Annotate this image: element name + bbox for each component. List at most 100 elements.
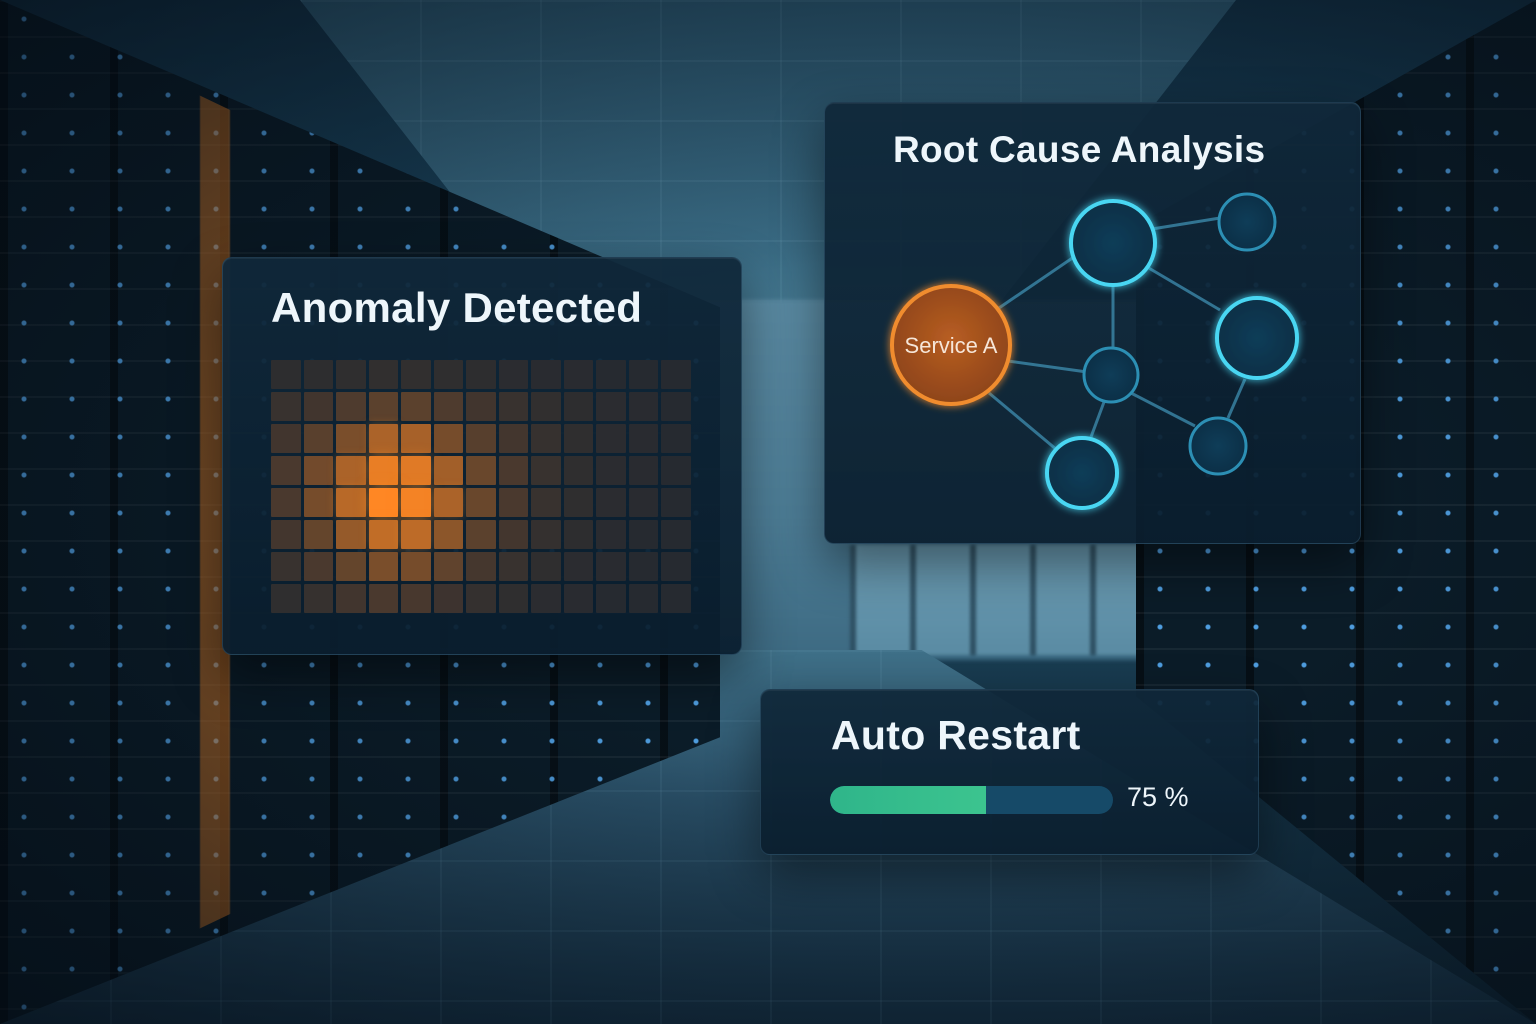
heatmap-cell — [336, 584, 366, 613]
heatmap-cell — [531, 488, 561, 517]
heatmap-cell — [271, 584, 301, 613]
heatmap-cell — [271, 552, 301, 581]
graph-edge — [1151, 216, 1221, 231]
heatmap-cell — [303, 424, 333, 453]
heatmap-cell — [596, 456, 626, 485]
heatmap-cell — [563, 456, 593, 485]
heatmap-cell — [628, 488, 658, 517]
heatmap-cell — [271, 360, 301, 389]
heatmap-cell — [596, 520, 626, 549]
heatmap-cell — [433, 552, 463, 581]
heatmap-cell — [466, 520, 496, 549]
graph-edge — [1128, 390, 1196, 428]
anomaly-heatmap — [271, 360, 691, 613]
heatmap-cell — [628, 392, 658, 421]
heatmap-cell — [563, 360, 593, 389]
anomaly-panel[interactable]: Anomaly Detected — [222, 257, 742, 655]
heatmap-cell — [563, 488, 593, 517]
graph-edge — [988, 391, 1064, 457]
heatmap-cell — [303, 488, 333, 517]
heatmap-cell — [303, 360, 333, 389]
heatmap-cell — [466, 456, 496, 485]
graph-node — [1215, 296, 1299, 380]
heatmap-cell — [498, 488, 528, 517]
heatmap-cell — [401, 584, 431, 613]
heatmap-cell — [401, 456, 431, 485]
heatmap-cell — [596, 392, 626, 421]
heatmap-cell — [401, 552, 431, 581]
heatmap-cell — [498, 520, 528, 549]
heatmap-cell — [368, 456, 398, 485]
heatmap-cell — [466, 552, 496, 581]
heatmap-cell — [531, 520, 561, 549]
heatmap-cell — [303, 456, 333, 485]
heatmap-cell — [661, 456, 691, 485]
heatmap-cell — [661, 488, 691, 517]
heatmap-cell — [628, 584, 658, 613]
heatmap-cell — [531, 456, 561, 485]
heatmap-cell — [466, 424, 496, 453]
graph-edge — [1089, 401, 1106, 438]
auto-restart-panel[interactable]: Auto Restart 75 % — [760, 689, 1259, 855]
heatmap-cell — [596, 552, 626, 581]
graph-nodes: Service A — [890, 192, 1299, 510]
heatmap-cell — [628, 424, 658, 453]
graph-edges — [988, 216, 1247, 457]
root-cause-node[interactable] — [890, 284, 1012, 406]
heatmap-cell — [271, 520, 301, 549]
heatmap-cell — [433, 456, 463, 485]
heatmap-cell — [661, 520, 691, 549]
heatmap-cell — [661, 552, 691, 581]
heatmap-cell — [563, 520, 593, 549]
restart-progress-fill — [830, 786, 986, 814]
heatmap-cell — [368, 424, 398, 453]
restart-progress-label: 75 % — [1127, 782, 1189, 812]
heatmap-cell — [466, 584, 496, 613]
heatmap-cell — [661, 424, 691, 453]
root-cause-panel[interactable]: Service A Root Cause Analysis — [824, 102, 1361, 544]
heatmap-cell — [271, 424, 301, 453]
heatmap-cell — [336, 520, 366, 549]
restart-progress-bar — [830, 786, 1113, 814]
heatmap-cell — [498, 584, 528, 613]
heatmap-cell — [498, 424, 528, 453]
graph-edge — [1146, 265, 1221, 312]
heatmap-cell — [433, 488, 463, 517]
heatmap-cell — [368, 552, 398, 581]
heatmap-cell — [336, 392, 366, 421]
heatmap-cell — [661, 392, 691, 421]
heatmap-cell — [531, 552, 561, 581]
heatmap-cell — [466, 488, 496, 517]
graph-node — [1217, 192, 1277, 252]
heatmap-cell — [303, 584, 333, 613]
graph-node — [1069, 199, 1157, 287]
heatmap-cell — [498, 360, 528, 389]
heatmap-cell — [433, 392, 463, 421]
heatmap-cell — [563, 424, 593, 453]
heatmap-cell — [401, 488, 431, 517]
heatmap-cell — [661, 584, 691, 613]
heatmap-cell — [433, 424, 463, 453]
heatmap-cell — [401, 392, 431, 421]
heatmap-cell — [466, 392, 496, 421]
heatmap-cell — [368, 360, 398, 389]
anomaly-title: Anomaly Detected — [271, 284, 643, 331]
heatmap-cell — [628, 552, 658, 581]
heatmap-cell — [563, 584, 593, 613]
heatmap-cell — [271, 488, 301, 517]
heatmap-cell — [303, 520, 333, 549]
heatmap-cell — [368, 584, 398, 613]
graph-node — [1082, 346, 1140, 404]
heatmap-cell — [596, 424, 626, 453]
heatmap-cell — [336, 456, 366, 485]
root-cause-title: Root Cause Analysis — [893, 129, 1266, 170]
heatmap-cell — [336, 552, 366, 581]
heatmap-cell — [661, 360, 691, 389]
heatmap-cell — [303, 552, 333, 581]
heatmap-cell — [336, 360, 366, 389]
heatmap-cell — [628, 360, 658, 389]
heatmap-cell — [531, 424, 561, 453]
heatmap-cell — [303, 392, 333, 421]
heatmap-cell — [368, 392, 398, 421]
